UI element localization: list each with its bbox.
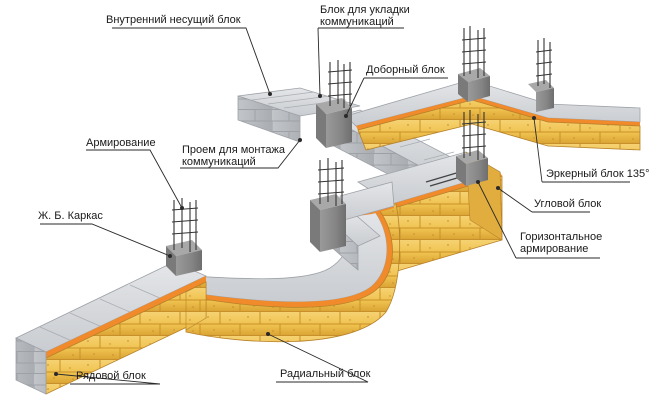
rc-column-front-mid	[310, 194, 346, 252]
label-corner-block: Угловой блок	[534, 198, 601, 210]
rc-column-front-left	[166, 240, 202, 276]
label-inner-bearing-block: Внутренний несущий блок	[106, 14, 241, 26]
leader-dots	[54, 92, 536, 376]
label-row-block: Рядовой блок	[76, 370, 146, 382]
leader-lines	[40, 27, 630, 385]
front-left-wall	[15, 261, 207, 395]
label-reinforcement: Армирование	[86, 137, 156, 149]
label-additional-block-text: Доборный блок	[366, 64, 445, 76]
label-horizontal-reinforcement-line2: армирование	[520, 243, 589, 255]
label-opening-line2: коммуникаций	[182, 156, 256, 168]
rebar-cage-back-right	[535, 38, 553, 88]
label-reinforcement-text: Армирование	[86, 137, 156, 149]
label-horizontal-reinforcement-line1: Горизонтальное	[520, 231, 603, 243]
label-utility-block-line1: Блок для укладки	[320, 4, 410, 16]
rebar-cage-front-mid	[317, 158, 345, 206]
label-rc-frame: Ж. Б. Каркас	[38, 210, 103, 222]
label-utility-block: Блок для укладки коммуникаций	[320, 4, 410, 28]
label-opening-line1: Проем для монтажа	[182, 144, 285, 156]
back-right-wall	[345, 79, 641, 151]
label-radial-block: Радиальный блок	[280, 368, 370, 380]
label-opening: Проем для монтажа коммуникаций	[182, 144, 285, 168]
rc-column-mid-right	[456, 150, 488, 186]
rebar-cage-mid-right	[461, 110, 487, 160]
label-utility-block-line2: коммуникаций	[320, 16, 394, 28]
label-rc-frame-text: Ж. Б. Каркас	[38, 210, 103, 222]
rc-column-back-right	[528, 80, 554, 112]
label-corner-block-text: Угловой блок	[534, 198, 602, 210]
label-bay-block-text: Эркерный блок 135°	[546, 168, 650, 180]
label-horizontal-reinforcement: Горизонтальное армирование	[520, 231, 602, 255]
label-radial-block-text: Радиальный блок	[280, 368, 371, 380]
label-bay-block: Эркерный блок 135°	[546, 168, 649, 180]
front-center-wall	[185, 281, 207, 331]
rc-column-back-mid	[458, 68, 490, 102]
rebar-cage-back-left	[327, 60, 353, 108]
label-row-block-text: Рядовой блок	[76, 370, 146, 382]
label-additional-block: Доборный блок	[366, 64, 445, 76]
rc-column-back-left	[316, 98, 352, 148]
radial-wall	[185, 203, 401, 343]
label-inner-bearing-block-text: Внутренний несущий блок	[106, 14, 241, 26]
rebar-cage-back-mid	[461, 26, 487, 78]
